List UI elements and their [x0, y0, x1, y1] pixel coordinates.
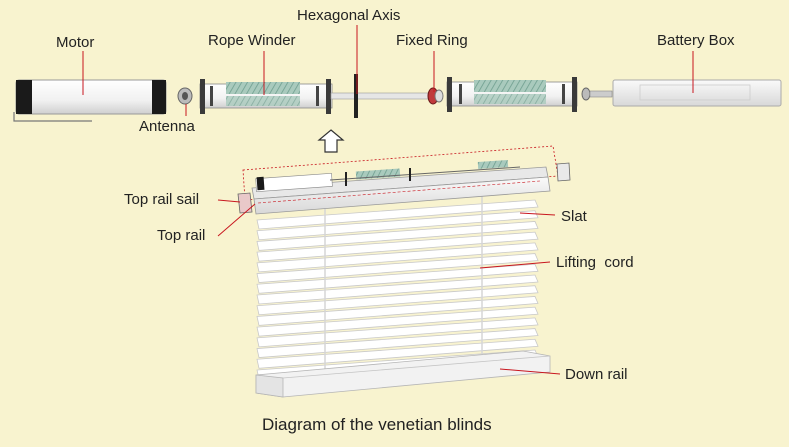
slat — [256, 253, 539, 283]
leader-lines — [82, 25, 694, 375]
slat — [256, 263, 539, 294]
antenna-connector — [177, 87, 193, 105]
slat — [256, 306, 539, 337]
battery-box — [612, 79, 782, 107]
label-down-rail: Down rail — [565, 366, 628, 383]
slat — [256, 231, 539, 262]
up-arrow — [317, 129, 345, 153]
label-motor: Motor — [56, 34, 95, 51]
slat — [256, 274, 539, 305]
down-rail — [255, 350, 551, 398]
slat — [256, 296, 539, 326]
rope-winder-left — [199, 79, 333, 114]
slat — [256, 285, 539, 316]
label-battery-box: Battery Box — [657, 32, 735, 49]
slat — [256, 210, 539, 241]
label-fixed-ring: Fixed Ring — [396, 32, 468, 49]
slat — [256, 242, 539, 273]
label-top-rail: Top rail — [157, 227, 206, 244]
lifting-cords — [324, 193, 483, 372]
slat — [256, 221, 539, 251]
rope-winder-right — [446, 77, 613, 112]
diagram-caption: Diagram of the venetian blinds — [262, 415, 492, 434]
label-hexagonal-axis: Hexagonal Axis — [297, 7, 401, 24]
label-slat: Slat — [561, 208, 587, 225]
label-antenna: Antenna — [139, 118, 195, 135]
fixed-ring — [427, 87, 444, 105]
slat — [256, 317, 539, 348]
top-rail-sail-left — [237, 192, 253, 214]
label-rope-winder: Rope Winder — [208, 32, 296, 49]
slat — [256, 338, 539, 369]
slat — [256, 328, 539, 358]
hexagonal-axis — [330, 74, 442, 118]
label-top-rail-sail: Top rail sail — [124, 191, 200, 208]
top-rail — [251, 159, 551, 215]
motor — [13, 79, 167, 122]
slat — [256, 199, 539, 230]
label-lifting-cord: Lifting cord — [556, 254, 634, 271]
slat-stack — [256, 199, 539, 380]
top-rail-sail-right — [556, 162, 571, 182]
